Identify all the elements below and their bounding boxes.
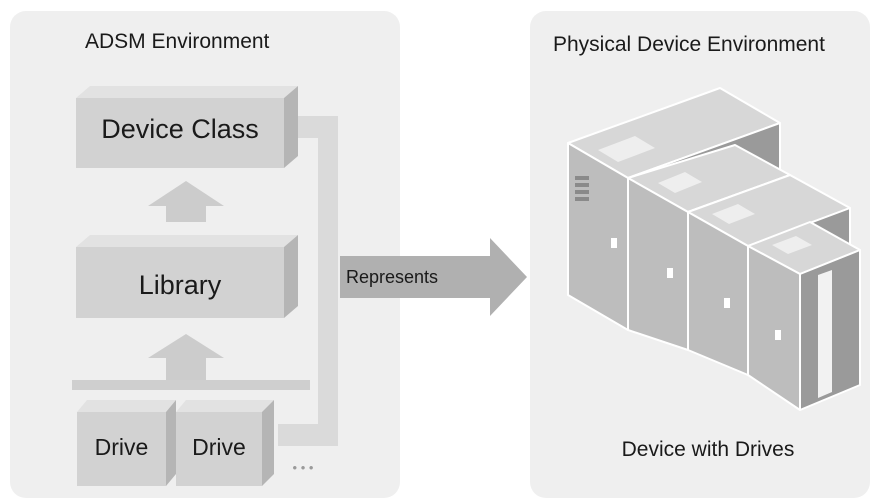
more-drives-ellipsis: • • •	[292, 460, 314, 475]
up-arrow-1	[148, 181, 224, 222]
device-with-drives-caption: Device with Drives	[621, 438, 795, 461]
drive-block-1	[77, 400, 176, 486]
up-arrow-2	[148, 334, 224, 380]
library-label: Library	[138, 270, 222, 300]
device-cabinets-illustration	[567, 87, 861, 411]
device-class-block	[76, 86, 298, 168]
connector-bracket	[278, 116, 338, 446]
cabinet-details	[575, 136, 832, 398]
physical-device-environment-title: Physical Device Environment	[553, 33, 825, 56]
represents-label: Represents	[346, 267, 439, 287]
library-block	[76, 235, 298, 318]
represents-arrow	[340, 238, 527, 316]
drive-label-2: Drive	[192, 434, 246, 460]
drive-block-2	[176, 400, 274, 486]
shelf-divider	[72, 380, 310, 390]
device-class-label: Device Class	[101, 114, 259, 144]
adsm-environment-title: ADSM Environment	[85, 30, 270, 53]
drive-label-1: Drive	[94, 434, 149, 460]
